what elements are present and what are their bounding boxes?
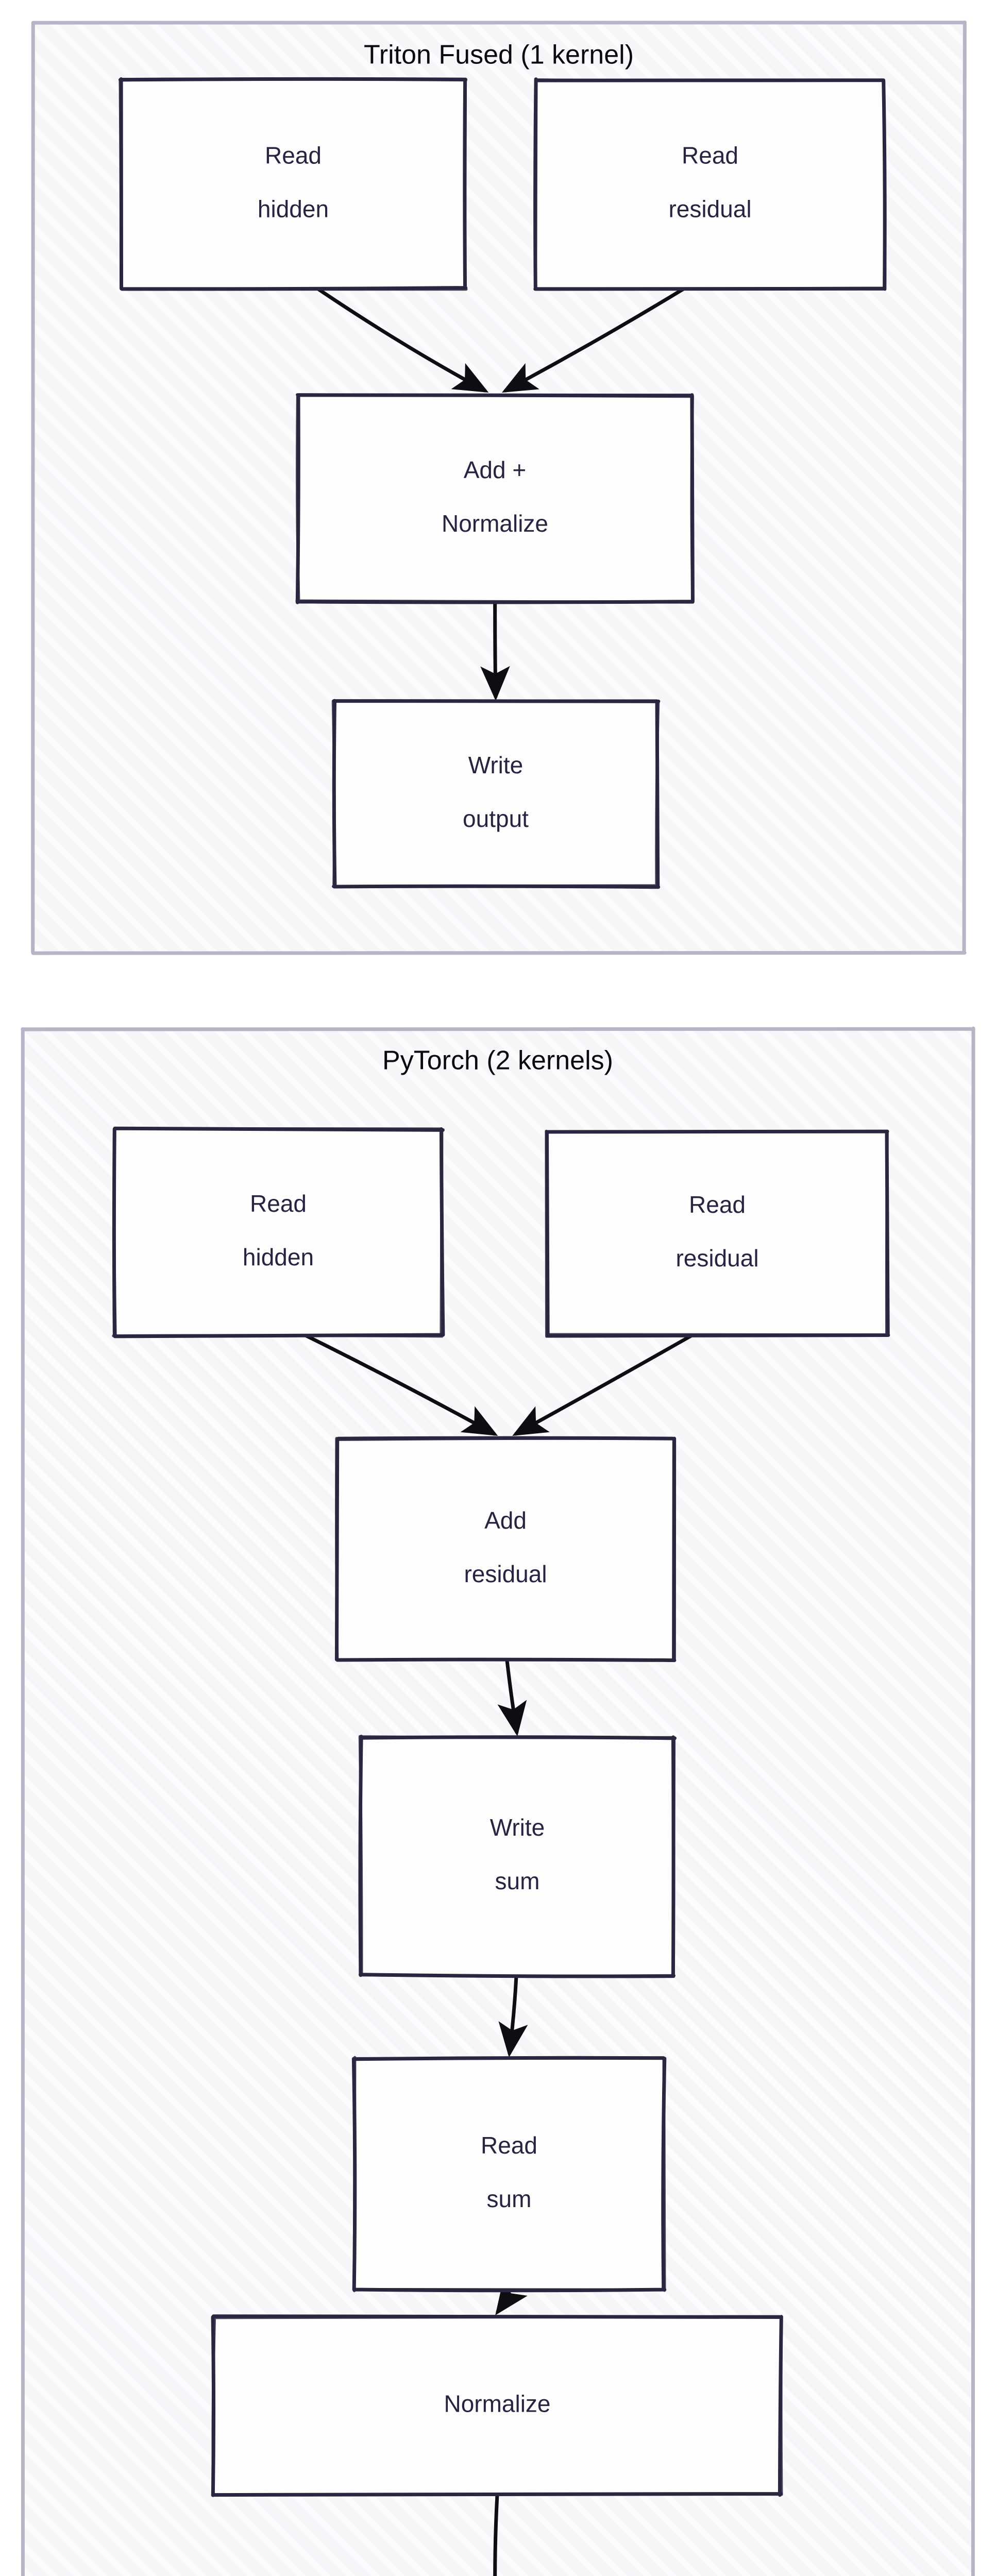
edge-p-read-residual-to-p-add-residual (512, 1333, 694, 1436)
edge-p-add-residual-to-p-write-sum (497, 1657, 527, 1737)
node-t-add-normalize (295, 393, 695, 604)
node-label: Read (265, 142, 322, 169)
edge-t-add-normalize-to-t-write-output (480, 600, 510, 701)
edge-p-read-hidden-to-p-add-residual (303, 1333, 498, 1436)
node-label: Add + (464, 456, 527, 483)
node-p-read-residual (545, 1129, 890, 1338)
node-label: Write (490, 1814, 545, 1841)
node-label: Write (468, 752, 524, 778)
edge-t-read-residual-to-t-add-normalize (501, 286, 686, 393)
node-label: residual (464, 1561, 547, 1587)
node-t-read-hidden (118, 77, 468, 291)
node-p-normalize (211, 2314, 783, 2497)
nodes-layer (112, 77, 890, 2497)
node-label: hidden (243, 1244, 314, 1270)
node-t-write-output (331, 699, 661, 889)
node-label: sum (487, 2185, 532, 2212)
node-label: residual (676, 1245, 758, 1272)
node-p-read-sum (351, 2056, 667, 2293)
node-label: residual (668, 196, 751, 223)
edge-p-normalize-to-p-write-output (493, 2493, 499, 2576)
node-label: Normalize (442, 510, 548, 537)
node-label: Read (689, 1191, 746, 1218)
labels-layer: Triton Fused (1 kernel) PyTorch (2 kernel… (243, 40, 759, 2417)
node-p-add-residual (334, 1436, 677, 1663)
node-label: output (463, 805, 529, 832)
node-label: Normalize (444, 2391, 550, 2417)
node-label: sum (495, 1868, 540, 1894)
node-label: Read (250, 1190, 307, 1217)
node-label: Read (481, 2132, 537, 2159)
panel-title: Triton Fused (1 kernel) (364, 40, 634, 70)
panel-title: PyTorch (2 kernels) (382, 1046, 613, 1076)
node-t-read-residual (533, 77, 887, 291)
edges-layer (303, 286, 694, 2576)
edge-t-read-hidden-to-t-add-normalize (315, 286, 489, 393)
node-p-read-hidden (112, 1126, 445, 1338)
node-label: Add (484, 1507, 527, 1534)
node-label: Read (682, 142, 738, 169)
node-p-write-sum (358, 1735, 677, 1978)
edge-p-write-sum-to-p-read-sum (498, 1973, 528, 2058)
node-label: hidden (258, 196, 329, 223)
